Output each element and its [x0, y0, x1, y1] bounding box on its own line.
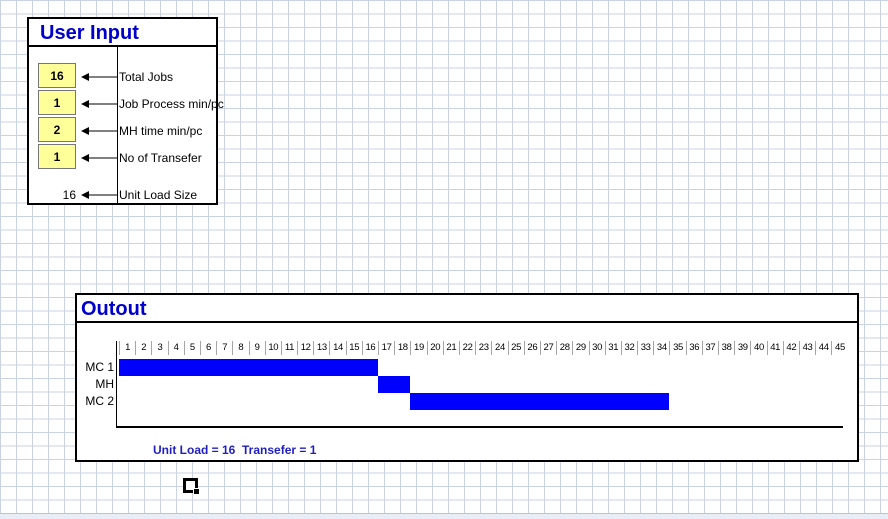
time-slot-label: 22	[458, 341, 476, 355]
user-input-title: User Input	[40, 22, 139, 44]
gantt-bar-mh	[378, 376, 411, 393]
mh-time-label: MH time min/pc	[119, 124, 203, 138]
time-slot-label: 32	[620, 341, 638, 355]
time-slot-label: 33	[637, 341, 654, 355]
time-slot-label: 7	[216, 341, 233, 355]
unit-load-summary: Unit Load = 16 Transefer = 1	[153, 443, 317, 457]
time-slot-label: 6	[199, 341, 217, 355]
time-slot-label: 21	[442, 341, 459, 355]
arrow-left-icon	[81, 191, 117, 199]
user-input-panel: User Input 16 Total Jobs 1 Job Process m…	[27, 17, 224, 205]
time-slot-label: 42	[782, 341, 799, 355]
time-slot-label: 15	[345, 341, 362, 355]
arrow-left-icon	[81, 100, 117, 108]
time-slot-label: 24	[491, 341, 508, 355]
time-slot-label: 5	[183, 341, 200, 355]
unit-load-size-value: 16	[62, 188, 76, 202]
mh-time-input[interactable]: 2	[38, 117, 76, 142]
no-of-transfer-input[interactable]: 1	[38, 144, 76, 169]
time-slot-label: 14	[329, 341, 346, 355]
time-slot-label: 16	[361, 341, 379, 355]
arrow-left-icon	[81, 127, 117, 135]
arrow-left-icon	[81, 154, 117, 162]
time-slot-label: 4	[167, 341, 184, 355]
time-slot-label: 39	[734, 341, 751, 355]
time-slot-label: 45	[831, 341, 848, 355]
job-process-label: Job Process min/pc	[119, 97, 224, 111]
gantt-row-label: MC 2	[85, 394, 114, 408]
unit-load-size-label: Unit Load Size	[119, 188, 198, 202]
gantt-left-axis	[116, 341, 117, 427]
time-slot-label: 3	[151, 341, 168, 355]
gantt-bar-mc1	[119, 359, 379, 376]
time-slot-label: 31	[604, 341, 621, 355]
time-slot-label: 10	[264, 341, 281, 355]
time-slot-label: 23	[475, 341, 492, 355]
user-input-title-divider	[29, 45, 216, 47]
time-slot-label: 1	[119, 341, 136, 355]
time-slot-label: 18	[394, 341, 411, 355]
time-slot-label: 27	[539, 341, 557, 355]
time-slot-label: 43	[798, 341, 816, 355]
job-process-input[interactable]: 1	[38, 90, 76, 115]
time-slot-label: 13	[313, 341, 330, 355]
time-slot-label: 20	[426, 341, 443, 355]
gantt-bottom-axis	[116, 426, 843, 428]
time-slot-label: 26	[523, 341, 540, 355]
time-slot-label: 8	[232, 341, 249, 355]
sheet-tab-bar[interactable]	[0, 513, 888, 519]
time-slot-label: 9	[248, 341, 265, 355]
output-title-divider	[77, 321, 857, 323]
gantt-row-label: MC 1	[85, 360, 114, 374]
output-title: Outout	[81, 298, 147, 320]
gantt-bar-mc2	[410, 393, 670, 410]
total-jobs-label: Total Jobs	[119, 70, 174, 84]
time-slot-label: 29	[572, 341, 589, 355]
time-slot-label: 38	[718, 341, 735, 355]
time-slot-label: 17	[378, 341, 395, 355]
time-slot-label: 36	[685, 341, 702, 355]
time-slot-label: 11	[280, 341, 298, 355]
time-slot-label: 44	[815, 341, 832, 355]
user-input-column-divider	[117, 47, 118, 203]
time-slot-label: 34	[653, 341, 670, 355]
time-slot-label: 2	[135, 341, 152, 355]
time-slot-label: 37	[701, 341, 719, 355]
time-slot-label: 41	[766, 341, 783, 355]
arrow-left-icon	[81, 73, 117, 81]
total-jobs-input[interactable]: 16	[38, 63, 76, 88]
time-slot-label: 28	[556, 341, 573, 355]
selected-cell[interactable]	[183, 478, 200, 495]
time-slot-label: 30	[588, 341, 605, 355]
no-of-transfer-label: No of Transefer	[119, 151, 202, 165]
time-slot-label: 35	[669, 341, 686, 355]
time-slot-label: 12	[297, 341, 314, 355]
time-slot-label: 25	[507, 341, 524, 355]
gantt-row-label: MH	[95, 377, 114, 391]
time-slot-label: 19	[410, 341, 427, 355]
time-slot-label: 40	[750, 341, 767, 355]
